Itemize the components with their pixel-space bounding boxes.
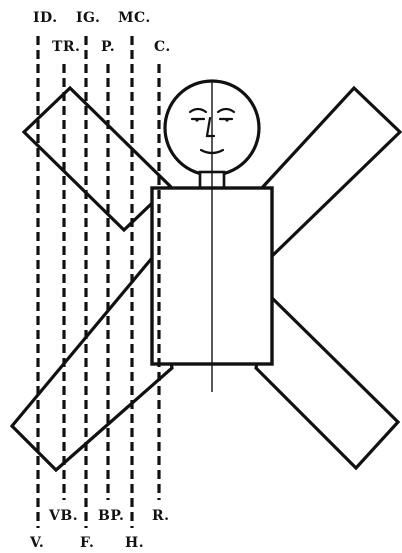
label-bp: BP. <box>98 508 124 524</box>
label-v: V. <box>29 535 44 551</box>
lower-right-limb <box>256 296 398 468</box>
label-r: R. <box>152 508 170 524</box>
label-h: H. <box>125 535 144 551</box>
label-mc: MC. <box>118 10 151 26</box>
right-pupil <box>225 118 228 121</box>
label-id: ID. <box>33 10 58 26</box>
label-ig: IG. <box>76 10 100 26</box>
upper-left-limb <box>24 88 170 230</box>
label-vb: VB. <box>48 508 78 524</box>
left-pupil <box>195 118 198 121</box>
label-f: F. <box>80 535 94 551</box>
label-tr: TR. <box>52 39 80 55</box>
upper-right-limb <box>260 88 400 258</box>
label-p: P. <box>101 39 115 55</box>
label-c: C. <box>154 39 171 55</box>
lower-left-limb <box>12 258 172 470</box>
